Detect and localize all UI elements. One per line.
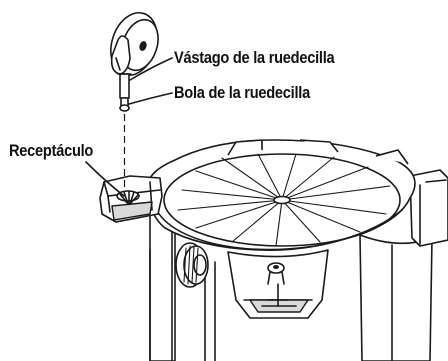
leader-line-socket bbox=[85, 161, 125, 197]
caster-ball-label: Bola de la ruedecilla bbox=[174, 83, 310, 102]
caster-socket bbox=[99, 175, 163, 223]
leader-line-stem bbox=[129, 57, 173, 81]
socket-label: Receptáculo bbox=[9, 141, 94, 160]
side-knob bbox=[175, 242, 209, 288]
caster-stem-label: Vástago de la ruedecilla bbox=[174, 48, 335, 67]
socket-prongs bbox=[119, 190, 139, 205]
caster-wheel bbox=[110, 12, 159, 76]
top-platform bbox=[147, 139, 416, 251]
leader-line-ball bbox=[128, 92, 173, 105]
center-housing bbox=[227, 249, 329, 319]
platform-spokes bbox=[177, 153, 391, 247]
caster-ball bbox=[119, 97, 130, 112]
caster-stem bbox=[117, 73, 132, 99]
